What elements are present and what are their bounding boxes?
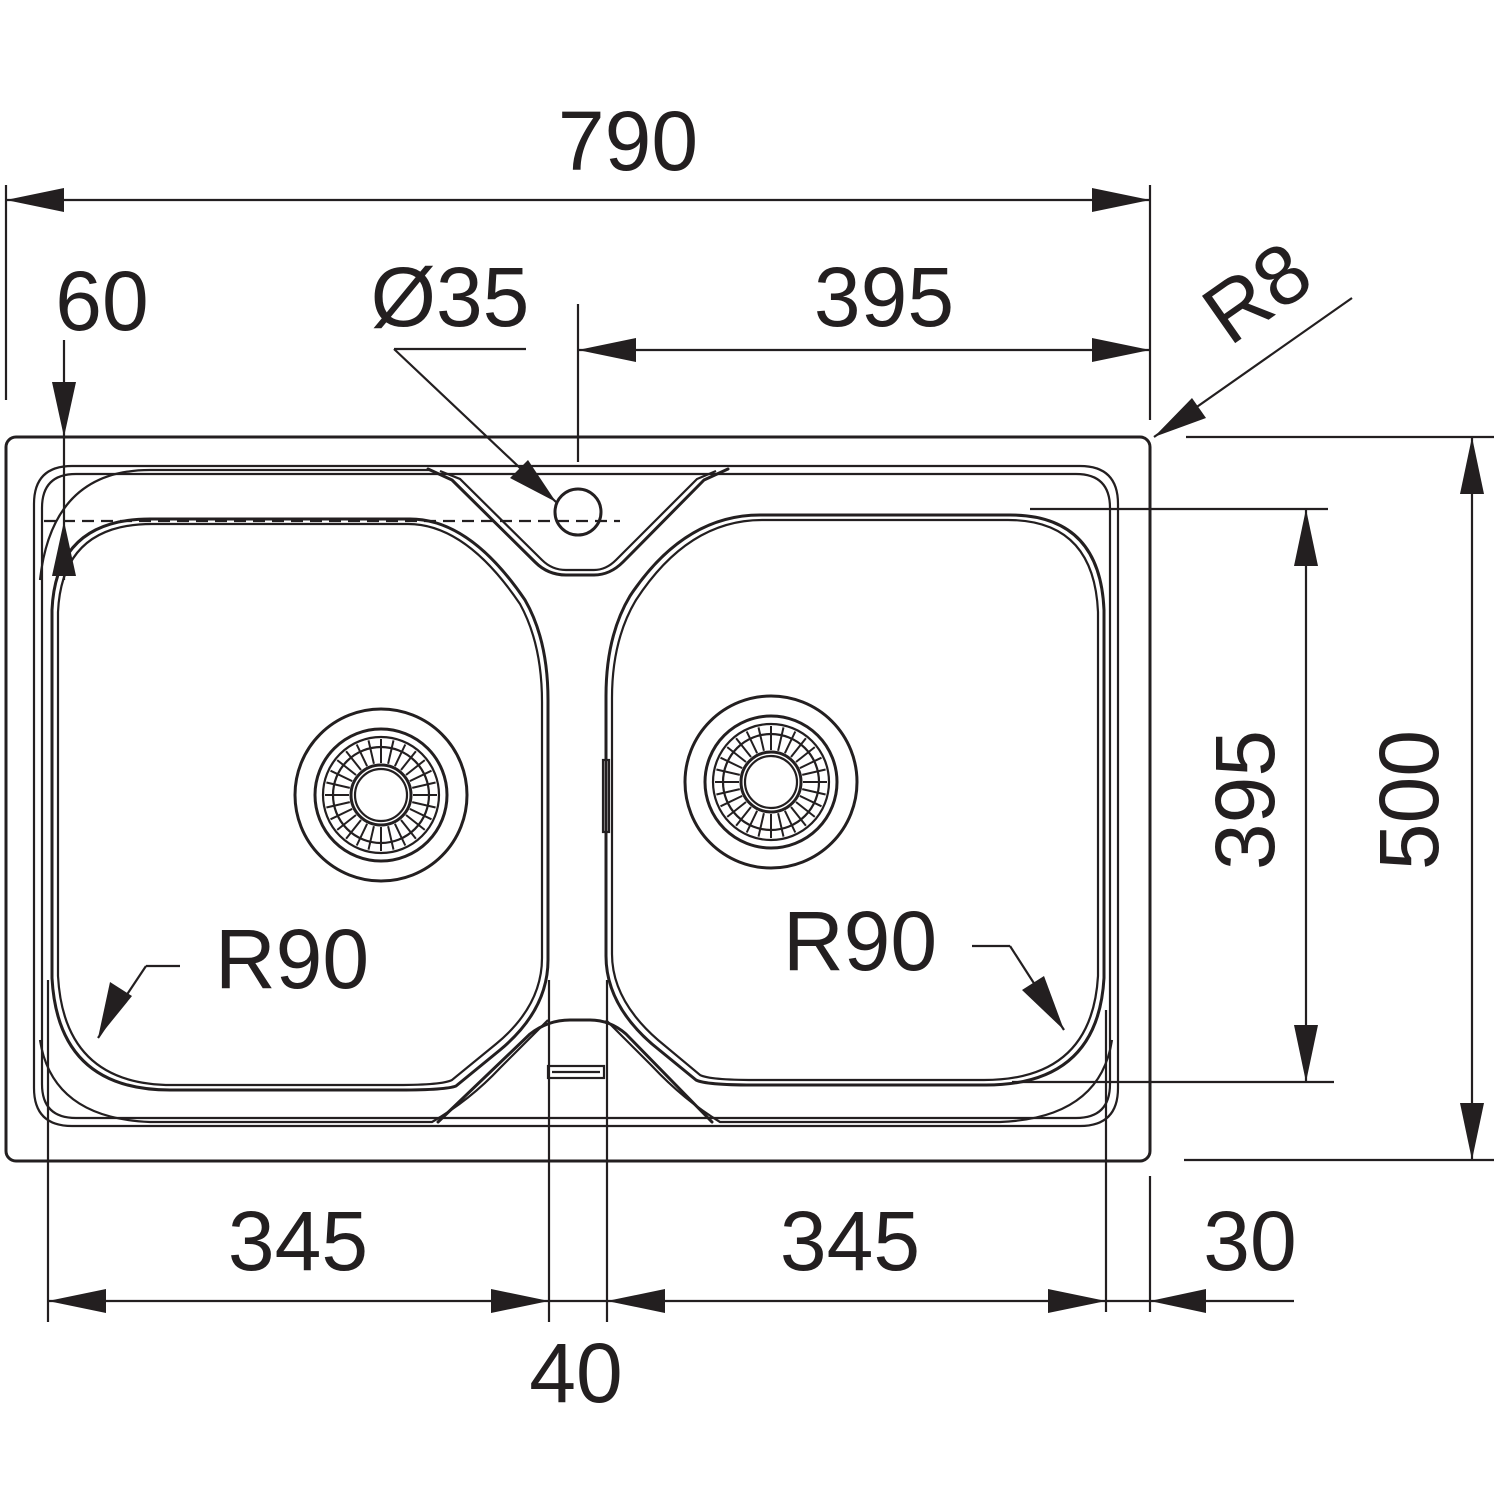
strainer-tooth xyxy=(387,825,395,850)
tap-ledge xyxy=(426,467,730,577)
strainer-tooth xyxy=(757,812,765,837)
sink-inner-rim-line xyxy=(40,472,1112,1120)
dimension-r90-left-leader xyxy=(97,964,180,1039)
strainer-tooth xyxy=(367,740,375,765)
label-right-bowl-offset: 395 xyxy=(814,250,954,344)
right-drain xyxy=(683,694,859,870)
label-corner-radius: R8 xyxy=(1186,223,1328,362)
dimension-r90-right-leader xyxy=(972,944,1065,1031)
strainer-tooth xyxy=(409,807,432,821)
strainer-tooth xyxy=(799,794,822,808)
strainer-tooth xyxy=(716,768,741,776)
left-bowl-flare-bottom xyxy=(38,1019,549,1124)
strainer-tooth xyxy=(726,801,747,818)
strainer-tooth xyxy=(393,823,407,846)
label-tap-hole-offset: 60 xyxy=(55,254,148,348)
strainer-tooth xyxy=(393,744,407,767)
strainer-tooth xyxy=(387,740,395,765)
strainer-tooth xyxy=(355,823,369,846)
drain-strainer-teeth xyxy=(325,726,827,851)
divider-overflow-mark xyxy=(601,758,611,834)
strainer-tooth xyxy=(405,759,426,776)
sink-outer-outline xyxy=(4,435,1152,1163)
strainer-tooth xyxy=(801,768,826,776)
left-bowl-flare xyxy=(38,468,430,581)
strainer-tooth xyxy=(345,819,362,840)
strainer-tooth xyxy=(411,801,436,809)
right-bowl-outer xyxy=(604,513,1106,1087)
strainer-tooth xyxy=(345,750,362,771)
label-overall-width: 790 xyxy=(558,94,698,188)
strainer-tooth xyxy=(326,781,351,789)
strainer-tooth xyxy=(355,744,369,767)
dimension-395-vertical xyxy=(1012,507,1334,1084)
strainer-tooth xyxy=(726,746,747,763)
strainer-tooth xyxy=(330,807,353,821)
strainer-tooth xyxy=(790,737,807,758)
strainer-tooth xyxy=(799,756,822,770)
label-rim-offset: 30 xyxy=(1203,1194,1296,1288)
left-drain xyxy=(293,707,469,883)
strainer-tooth xyxy=(330,769,353,783)
dimension-tap-hole-leader xyxy=(393,347,557,503)
divider-bottom-ledge xyxy=(436,1018,714,1124)
label-overall-depth: 500 xyxy=(1362,730,1456,870)
label-tap-hole-diameter: Ø35 xyxy=(371,250,530,344)
label-bowl-depth: 395 xyxy=(1198,730,1292,870)
dimension-790 xyxy=(4,185,1152,420)
strainer-tooth xyxy=(777,727,785,752)
strainer-tooth xyxy=(720,756,743,770)
strainer-tooth xyxy=(336,759,357,776)
strainer-tooth xyxy=(400,750,417,771)
strainer-tooth xyxy=(336,814,357,831)
strainer-tooth xyxy=(720,794,743,808)
right-bowl-flare-bottom xyxy=(605,1019,1114,1124)
strainer-tooth xyxy=(326,801,351,809)
sink-inner-rim xyxy=(32,464,1120,1128)
strainer-tooth xyxy=(411,781,436,789)
dimension-60 xyxy=(52,340,76,580)
strainer-tooth xyxy=(367,825,375,850)
dimension-bottom-row xyxy=(46,980,1294,1322)
label-right-bowl-width: 345 xyxy=(780,1194,920,1288)
strainer-tooth xyxy=(801,788,826,796)
right-bowl-inner xyxy=(610,518,1100,1082)
label-divider-width: 40 xyxy=(529,1326,622,1420)
strainer-tooth xyxy=(405,814,426,831)
label-right-bowl-radius: R90 xyxy=(783,894,937,988)
strainer-tooth xyxy=(757,727,765,752)
strainer-tooth xyxy=(716,788,741,796)
dimension-395-horizontal xyxy=(576,304,1150,462)
strainer-tooth xyxy=(409,769,432,783)
strainer-tooth xyxy=(783,810,797,833)
strainer-tooth xyxy=(735,806,752,827)
label-left-bowl-width: 345 xyxy=(228,1194,368,1288)
strainer-tooth xyxy=(735,737,752,758)
strainer-tooth xyxy=(795,801,816,818)
label-left-bowl-radius: R90 xyxy=(215,912,369,1006)
dimension-500 xyxy=(1184,435,1494,1162)
left-bowl-outer xyxy=(50,517,550,1092)
strainer-tooth xyxy=(777,812,785,837)
left-bowl-inner xyxy=(56,522,544,1087)
strainer-tooth xyxy=(745,810,759,833)
strainer-tooth xyxy=(795,746,816,763)
tap-hole xyxy=(553,487,603,537)
strainer-tooth xyxy=(400,819,417,840)
tap-ledge-inner xyxy=(439,469,717,572)
strainer-tooth xyxy=(745,731,759,754)
strainer-tooth xyxy=(783,731,797,754)
dimension-r8-leader xyxy=(1153,297,1353,438)
strainer-tooth xyxy=(790,806,807,827)
